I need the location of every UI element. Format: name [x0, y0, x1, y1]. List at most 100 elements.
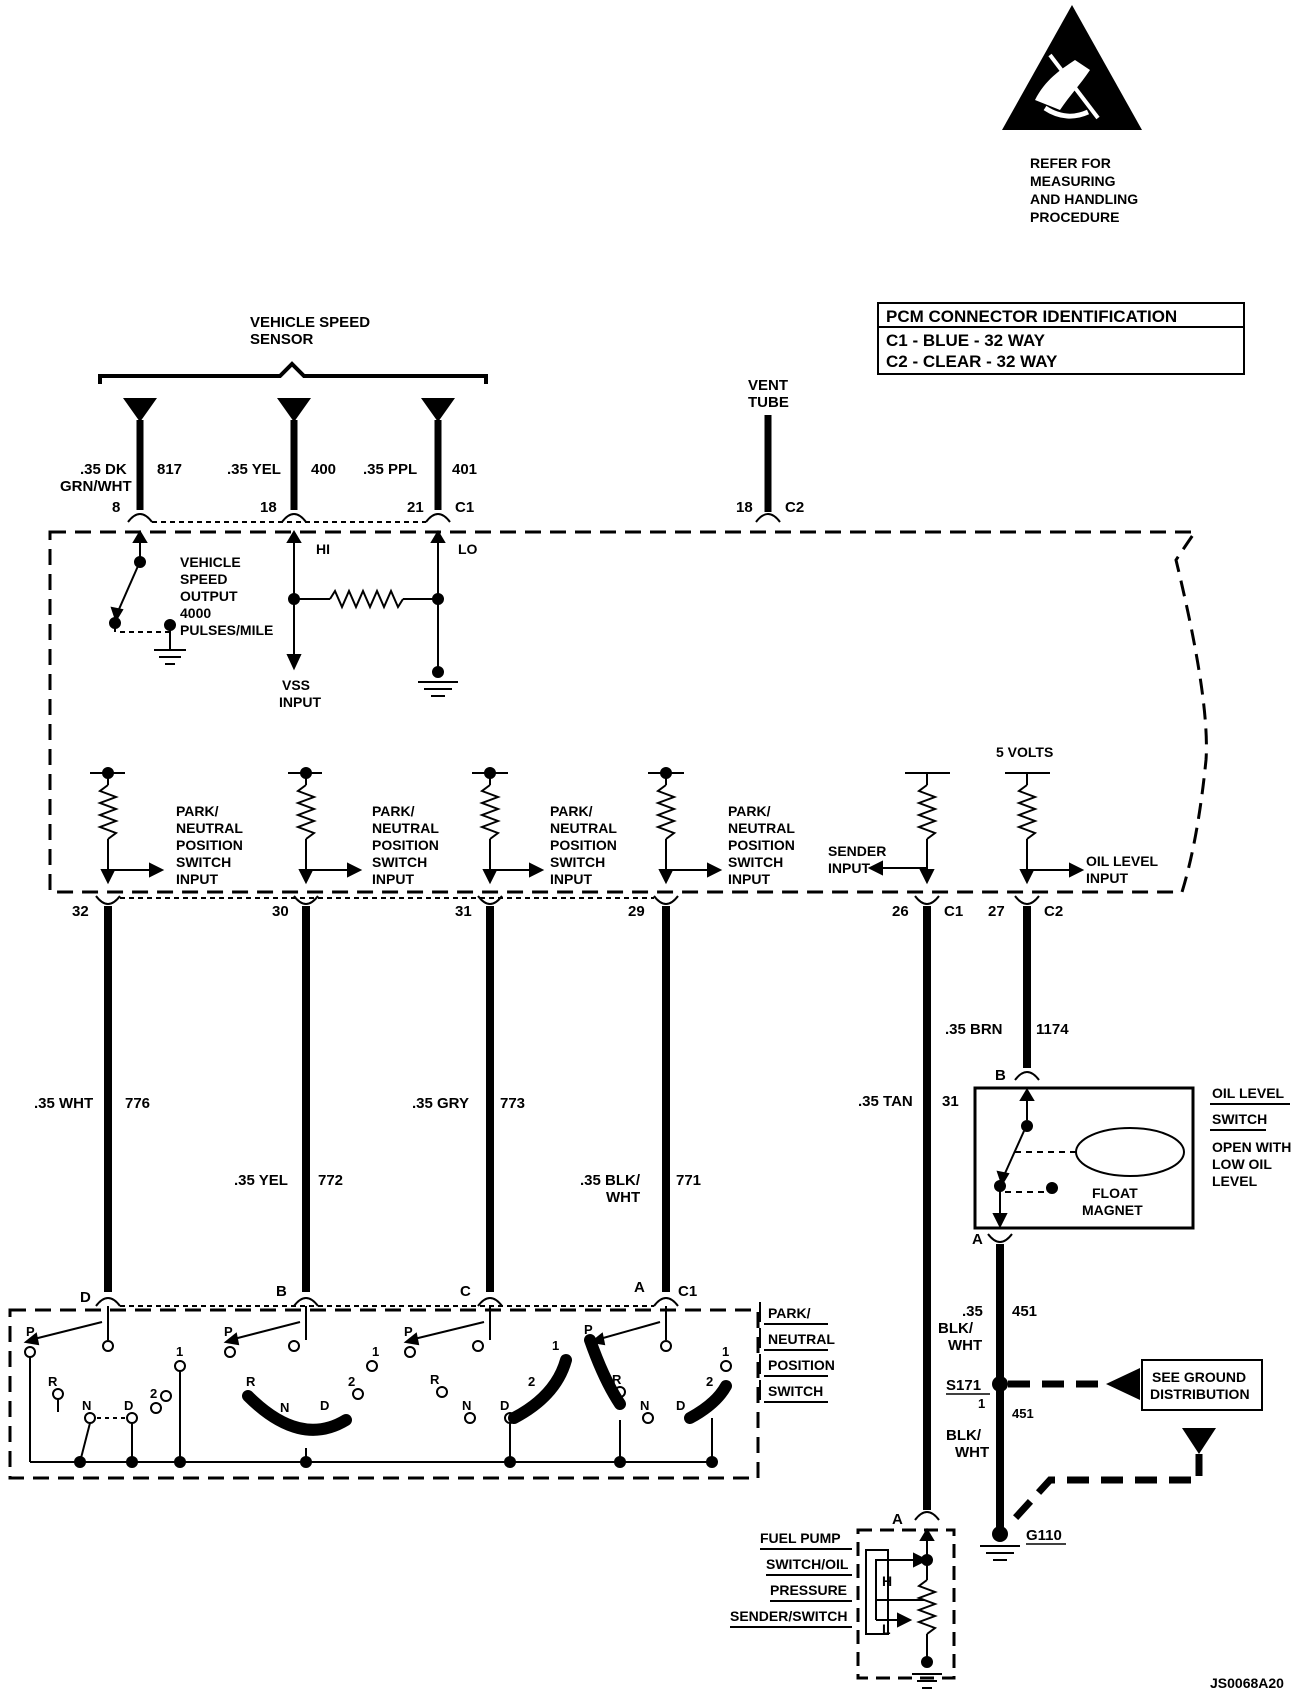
pnp-input-4-l3: POSITION	[728, 837, 795, 853]
s3-p: P	[404, 1324, 413, 1339]
vss-terminals	[123, 398, 455, 510]
fuel-pump-h-label: H	[882, 1573, 892, 1589]
vss-input-network	[286, 530, 458, 697]
vehicle-speed-output-switch	[109, 530, 186, 665]
fuel-pump-title-l2: SWITCH/OIL	[766, 1556, 849, 1572]
vss-title-line-2: SENSOR	[250, 331, 314, 348]
wire-451-gauge-l3: WHT	[948, 1337, 982, 1354]
s3-2: 2	[528, 1374, 535, 1389]
s2-2: 2	[348, 1374, 355, 1389]
oil-switch-pin-b: B	[995, 1067, 1006, 1084]
s2-1: 1	[372, 1344, 379, 1359]
pnp-switch-title-l2: NEUTRAL	[768, 1331, 835, 1347]
pcm-connector-id-box: PCM CONNECTOR IDENTIFICATION C1 - BLUE -…	[877, 302, 1245, 375]
pcm-id-title: PCM CONNECTOR IDENTIFICATION	[886, 307, 1177, 326]
esd-note-line-2: MEASURING	[1030, 173, 1116, 189]
wire-31-gauge: .35 TAN	[858, 1093, 913, 1110]
pnp-input-2-l1: PARK/	[372, 803, 415, 819]
pnp-input-3-l5: INPUT	[550, 871, 592, 887]
wire-1174-circuit: 1174	[1036, 1021, 1069, 1038]
pnp-switch-shorting-bars	[242, 1334, 732, 1436]
s1-1: 1	[176, 1344, 183, 1359]
s1-r: R	[48, 1374, 58, 1389]
oil-level-switch-box	[973, 1086, 1195, 1230]
pnp-input-resistors	[90, 767, 1085, 885]
pin-30: 30	[272, 903, 289, 920]
pin-32: 32	[72, 903, 89, 920]
wire-451-gauge-l1: .35	[962, 1303, 983, 1320]
oil-switch-pin-a: A	[972, 1231, 983, 1248]
oil-switch-desc-l2: LOW OIL	[1212, 1156, 1272, 1172]
pin-18-c2: 18	[736, 499, 753, 516]
oil-level-input-l2: INPUT	[1086, 870, 1128, 886]
pin-31: 31	[455, 903, 472, 920]
pnp-switch-title-l3: POSITION	[768, 1357, 835, 1373]
s4-n: N	[640, 1398, 649, 1413]
wire-451-circuit: 451	[1012, 1303, 1037, 1320]
wire-771-circuit: 771	[676, 1172, 701, 1189]
pnp-input-2-l2: NEUTRAL	[372, 820, 439, 836]
pnp-switch-nodes	[74, 1456, 718, 1468]
s1-p: P	[26, 1324, 35, 1339]
oil-switch-title-l2: SWITCH	[1212, 1111, 1267, 1127]
s2-p: P	[224, 1324, 233, 1339]
vso-label-4: 4000	[180, 605, 211, 621]
vss-input-label-2: INPUT	[279, 694, 321, 710]
fuel-pump-switch-box	[856, 1528, 956, 1680]
vss-bracket	[98, 361, 488, 384]
pnp-switch-box	[8, 1308, 760, 1480]
sender-input-l2: INPUT	[828, 860, 870, 876]
oil-switch-desc-l1: OPEN WITH	[1212, 1139, 1291, 1155]
fuel-pump-pin-a: A	[892, 1511, 903, 1528]
pnp-switch-title-bracket	[759, 1302, 828, 1403]
ground-terminal-icon	[1182, 1428, 1216, 1454]
float-label: FLOAT	[1092, 1185, 1138, 1201]
pnp-switch-position-labels: P R N D 2 1 P R N D 2 1 P R N D 2 1 P R …	[26, 1322, 729, 1415]
wire-776-circuit: 776	[125, 1095, 150, 1112]
fuel-pump-pin-a-arc	[914, 1511, 940, 1521]
s1-d: D	[124, 1398, 133, 1413]
fuel-pump-title-l1: FUEL PUMP	[760, 1530, 841, 1546]
pin-18: 18	[260, 499, 277, 516]
wire-451-gauge-l2: BLK/	[938, 1320, 974, 1337]
sender-input-l1: SENDER	[828, 843, 886, 859]
pnp-input-1-l2: NEUTRAL	[176, 820, 243, 836]
s2-r: R	[246, 1374, 256, 1389]
fuel-pump-l-label: L	[882, 1621, 891, 1637]
s4-r: R	[612, 1372, 622, 1387]
vent-tube-label-1: VENT	[748, 377, 788, 394]
esd-note-line-4: PROCEDURE	[1030, 209, 1119, 225]
oil-switch-desc-l3: LEVEL	[1212, 1173, 1258, 1189]
pin-27-connector: C2	[1044, 903, 1063, 920]
splice-s171	[992, 1376, 1008, 1392]
pnp-input-3-l3: POSITION	[550, 837, 617, 853]
ground-g110-node	[992, 1526, 1008, 1542]
wire-31-circuit: 31	[942, 1093, 959, 1110]
pnp-input-1-l4: SWITCH	[176, 854, 231, 870]
five-volts-label: 5 VOLTS	[996, 744, 1053, 760]
pnp-wires	[104, 906, 1031, 1510]
pin-26-connector: C1	[944, 903, 963, 920]
pnp-input-1-l1: PARK/	[176, 803, 219, 819]
ground-dashed-return	[1005, 1454, 1203, 1529]
pnp-input-4-l4: SWITCH	[728, 854, 783, 870]
s1-n: N	[82, 1398, 91, 1413]
pnp-switch-title-l4: SWITCH	[768, 1383, 823, 1399]
fuel-pump-title-underlines	[730, 1548, 852, 1628]
vss-input-label-1: VSS	[282, 677, 310, 693]
wire-776-gauge: .35 WHT	[34, 1095, 93, 1112]
pnp-input-1-l3: POSITION	[176, 837, 243, 853]
s3-r: R	[430, 1372, 440, 1387]
vent-tube-label-2: TUBE	[748, 394, 789, 411]
bottom-connector-arcs	[95, 895, 1040, 905]
ground-reference-arrow-icon	[1106, 1368, 1140, 1400]
pin-29: 29	[628, 903, 645, 920]
oil-level-switch-contacts	[992, 1088, 1185, 1229]
see-ground-l1: SEE GROUND	[1152, 1369, 1246, 1385]
ground-g110-icon	[980, 1545, 1020, 1561]
s2-n: N	[280, 1400, 289, 1415]
vss-title-line-1: VEHICLE SPEED	[250, 314, 370, 331]
pin-21-connector: C1	[455, 499, 474, 516]
wire-400-circuit: 400	[311, 461, 336, 478]
